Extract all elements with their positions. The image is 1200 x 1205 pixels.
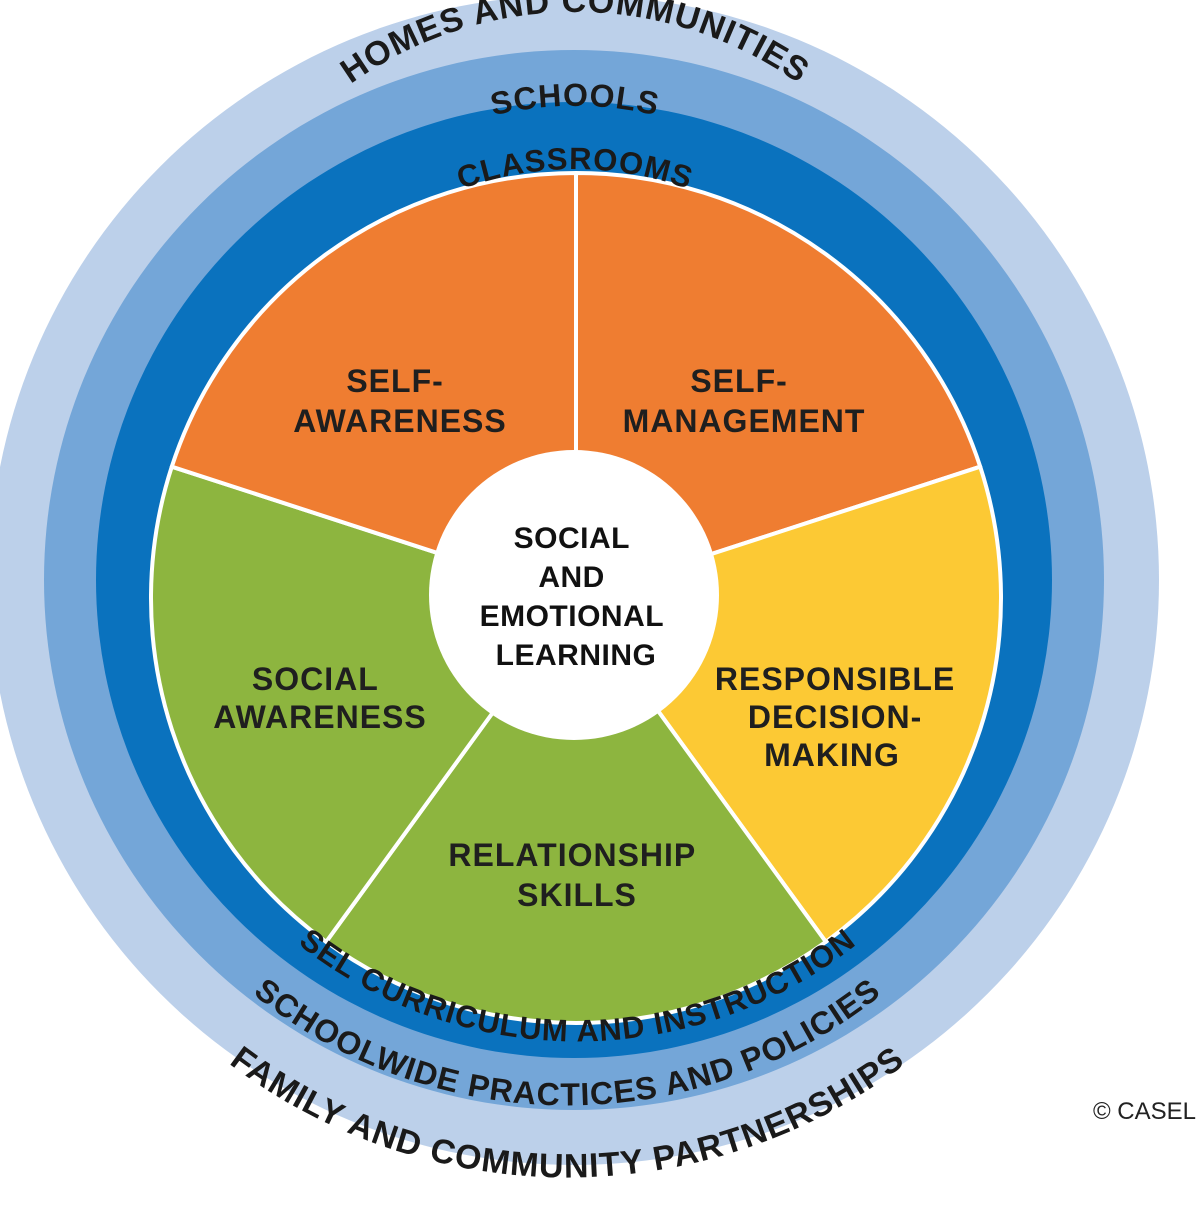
segment-relationship-skills [324, 596, 828, 1025]
center-label: SOCIAL AND EMOTIONAL LEARNING [480, 522, 673, 672]
label-self-awareness: SELF- AWARENESS [293, 363, 506, 439]
label-responsible-decision-making: RESPONSIBLE DECISION- MAKING [715, 661, 965, 773]
label-relationship-skills: RELATIONSHIP SKILLS [448, 837, 705, 913]
center-circle [429, 450, 719, 740]
segment-self-management [574, 171, 983, 600]
copyright-notice: © CASEL [1092, 1098, 1196, 1125]
label-social-awareness: SOCIAL AWARENESS [213, 661, 426, 735]
label-self-management: SELF- MANAGEMENT [623, 363, 866, 439]
